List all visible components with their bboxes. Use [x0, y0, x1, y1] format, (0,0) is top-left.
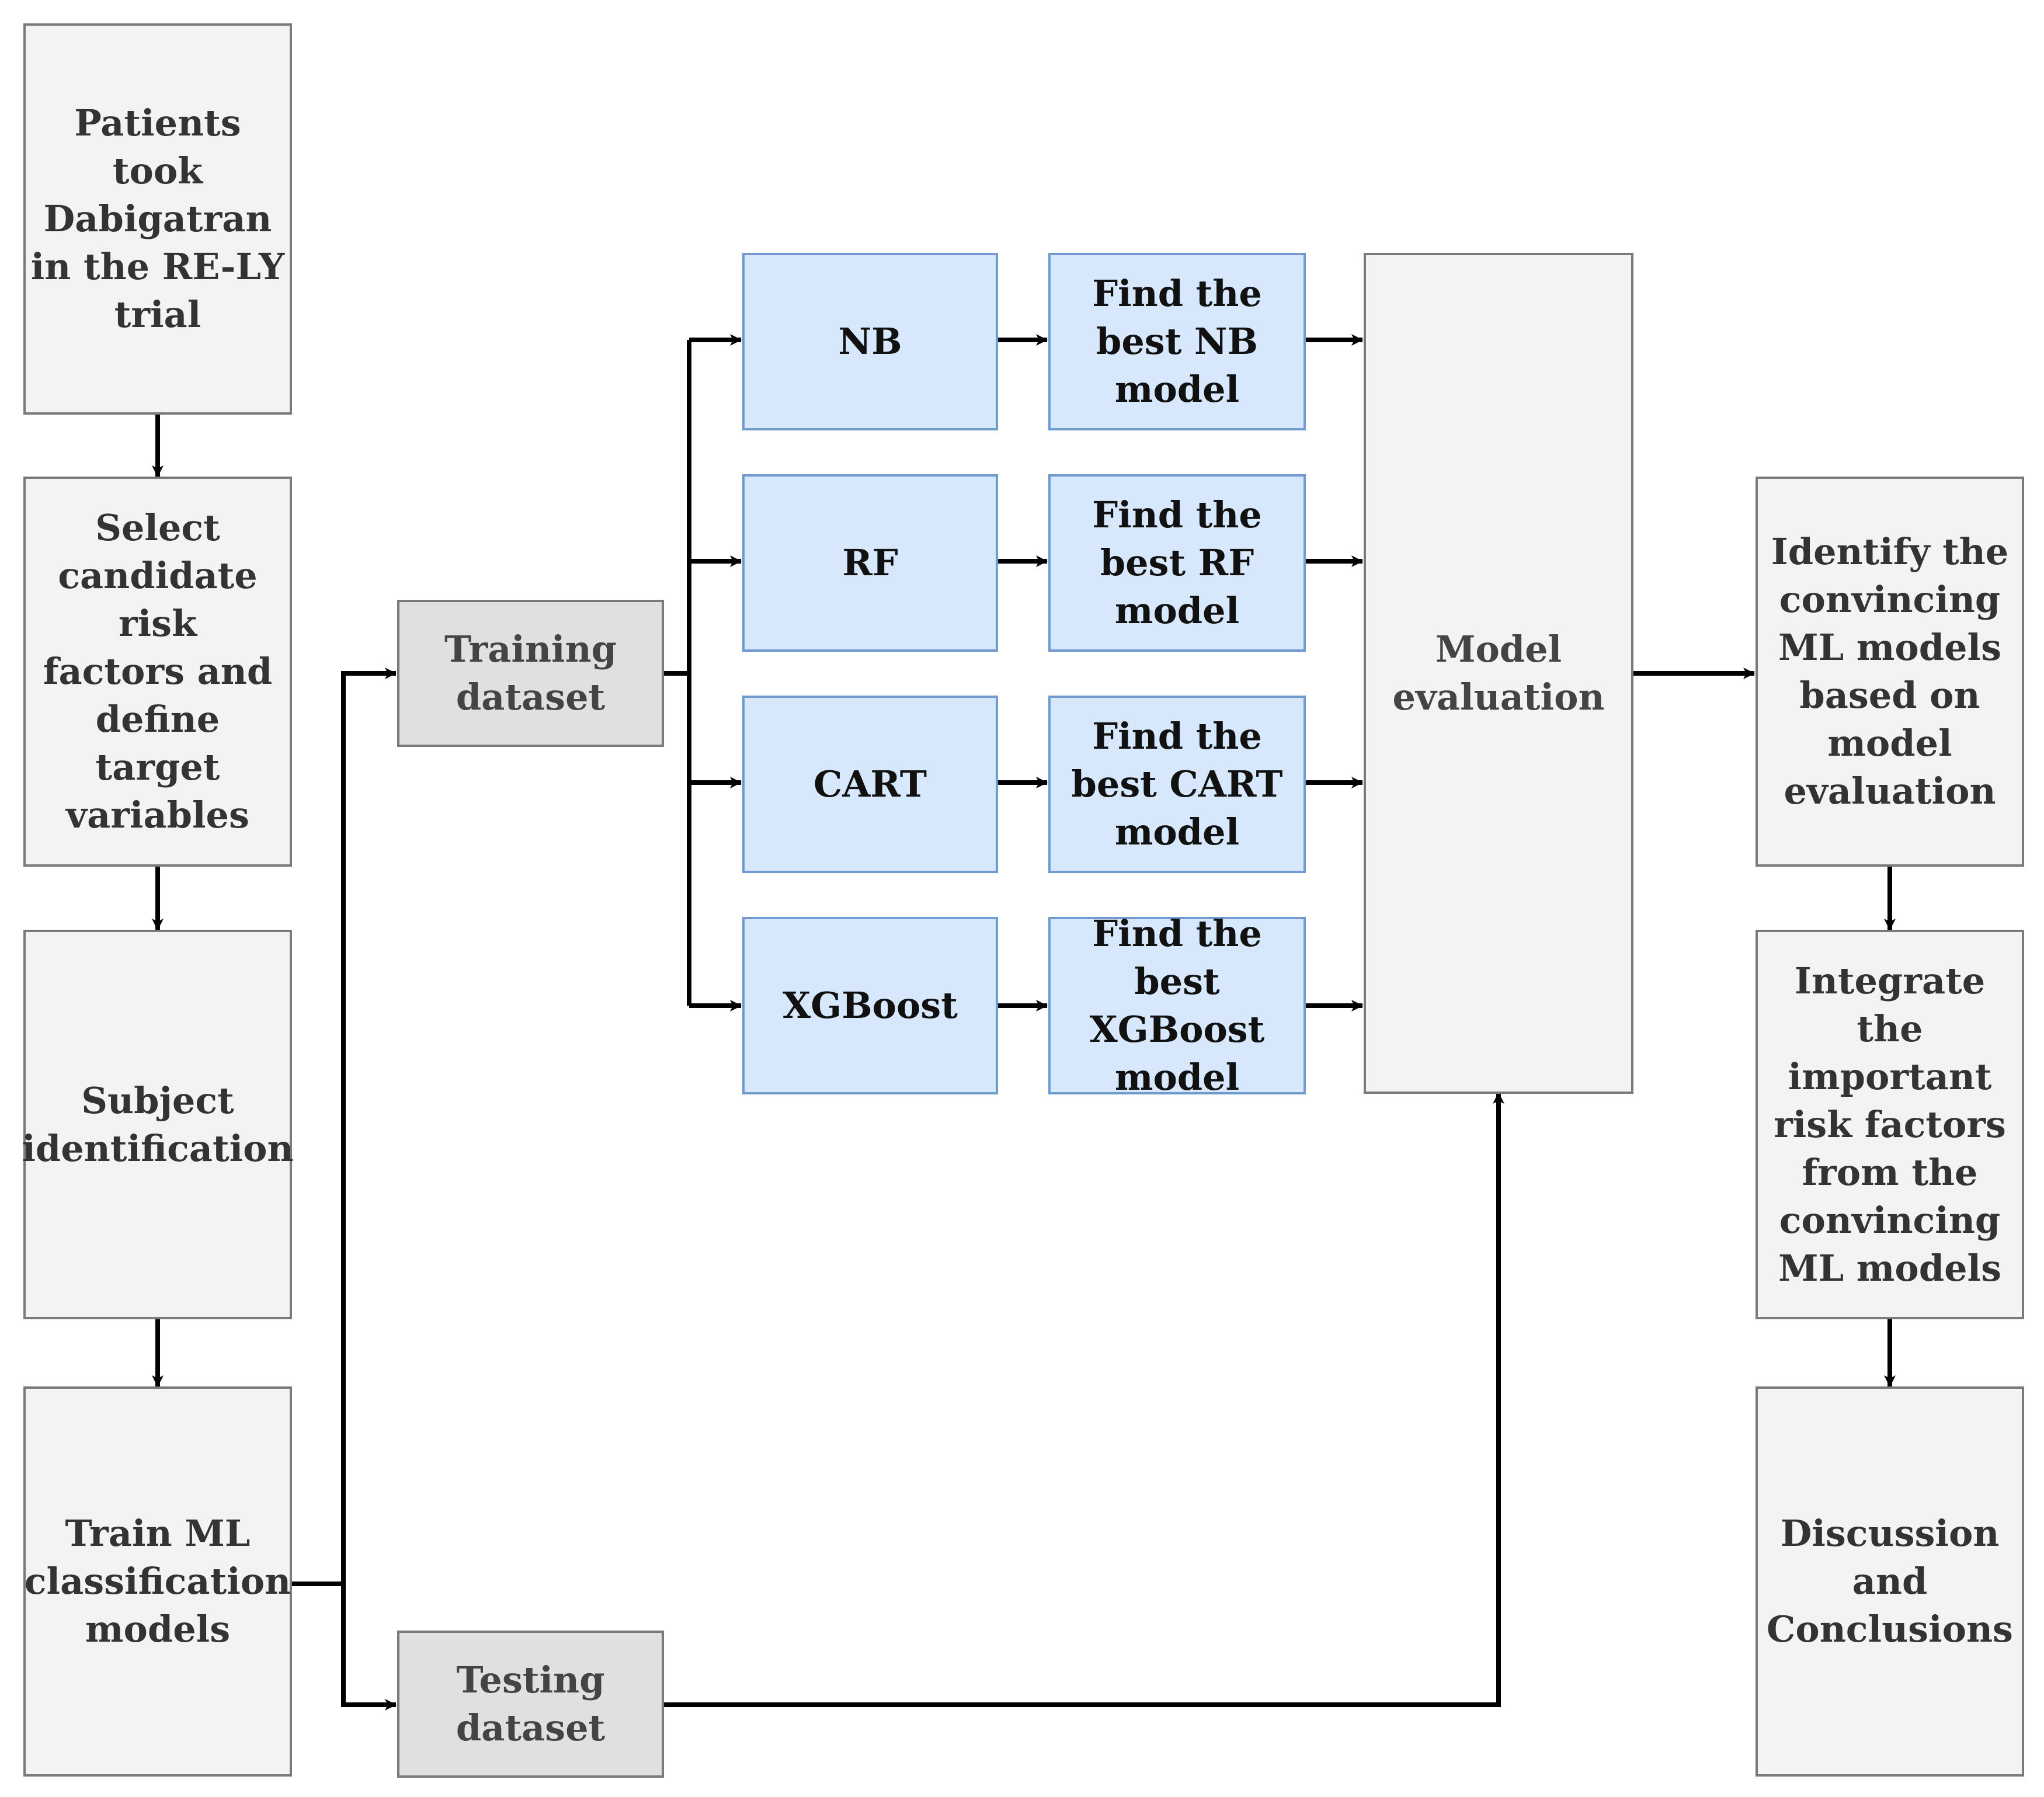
step-integrate-risk-factors: Integrate the important risk factors fro…	[1756, 930, 2024, 1319]
step-select-risk-factors: Select candidate risk factors and define…	[23, 477, 292, 867]
model-cart: CART	[742, 696, 998, 873]
arrow-to-testing	[341, 1584, 397, 1711]
arrow-to-training	[291, 668, 397, 1586]
model-nb: NB	[742, 253, 998, 430]
arrow-testing-to-eval	[663, 1092, 1504, 1707]
find-best-xgboost: Find the best XGBoost model	[1048, 912, 1306, 1099]
step-identify-models-label: Identify the convincing ML models based …	[1771, 530, 2009, 812]
model-rf: RF	[742, 474, 998, 652]
training-dataset: Training dataset	[397, 600, 664, 747]
step-train-models: Train ML classification models	[23, 1386, 292, 1777]
step-discussion-conclusions: Discussion and Conclusions	[1756, 1386, 2024, 1777]
find-best-cart: Find the best CART model	[1048, 696, 1306, 873]
model-xgboost: XGBoost	[742, 917, 998, 1094]
model-evaluation-label: Model evaluation	[1392, 628, 1605, 718]
step-train-models-label: Train ML classification models	[24, 1512, 291, 1650]
step-patients: Patients took Dabigatran in the RE-LY tr…	[23, 23, 292, 415]
step-select-risk-factors-label: Select candidate risk factors and define…	[43, 506, 273, 836]
model-xgboost-label: XGBoost	[783, 984, 958, 1027]
step-subject-identification: Subject identification	[22, 930, 294, 1319]
model-rf-label: RF	[842, 541, 898, 584]
model-evaluation: Model evaluation	[1364, 253, 1633, 1094]
testing-dataset: Testing dataset	[397, 1631, 664, 1778]
find-best-rf: Find the best RF model	[1048, 474, 1306, 652]
training-dataset-label: Training dataset	[444, 628, 617, 718]
find-best-cart-label: Find the best CART model	[1071, 715, 1283, 853]
step-patients-label: Patients took Dabigatran in the RE-LY tr…	[30, 102, 285, 336]
step-identify-models: Identify the convincing ML models based …	[1756, 477, 2024, 867]
model-nb-label: NB	[838, 320, 902, 363]
model-cart-label: CART	[813, 763, 927, 805]
find-best-nb: Find the best NB model	[1048, 253, 1306, 430]
find-best-rf-label: Find the best RF model	[1092, 493, 1262, 632]
step-integrate-risk-factors-label: Integrate the important risk factors fro…	[1774, 959, 2006, 1289]
find-best-nb-label: Find the best NB model	[1092, 272, 1262, 411]
testing-dataset-label: Testing dataset	[456, 1659, 606, 1749]
find-best-xgboost-label: Find the best XGBoost model	[1089, 912, 1265, 1099]
step-subject-identification-label: Subject identification	[22, 1079, 294, 1170]
step-discussion-conclusions-label: Discussion and Conclusions	[1767, 1512, 2013, 1650]
